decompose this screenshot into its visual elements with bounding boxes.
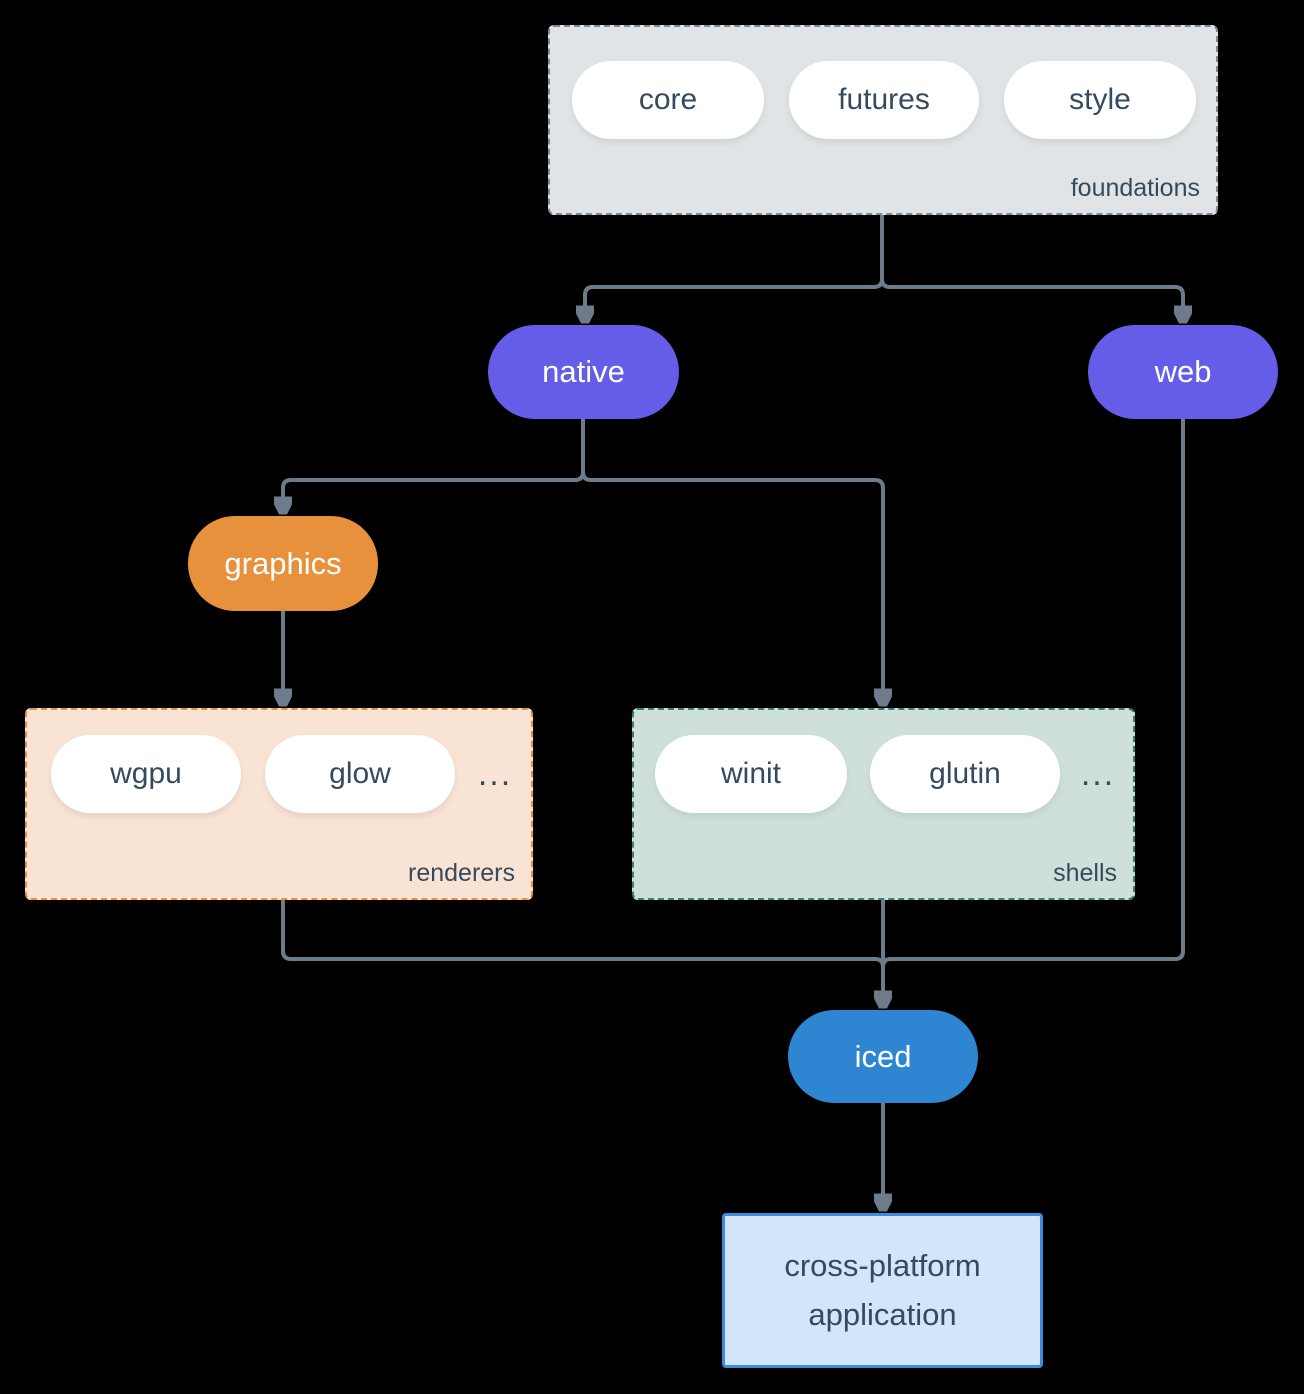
edge-foundations-native — [585, 215, 884, 318]
node-iced: iced — [788, 1010, 978, 1103]
node-web: web — [1088, 325, 1278, 419]
edge-renderers-merge — [281, 900, 885, 985]
foundations-label: foundations — [1070, 174, 1200, 202]
crate-pill-futures: futures — [789, 61, 979, 139]
renderers-group: wgpu glow ... renderers — [25, 708, 533, 900]
crate-pill-winit: winit — [655, 735, 847, 813]
crate-pill-wgpu: wgpu — [51, 735, 241, 813]
shells-group: winit glutin ... shells — [632, 708, 1135, 900]
renderers-label: renderers — [408, 859, 515, 887]
node-native: native — [488, 325, 679, 419]
crate-pill-core: core — [572, 61, 764, 139]
crate-pill-glutin: glutin — [870, 735, 1060, 813]
edge-foundations-web — [880, 215, 1183, 318]
shells-label: shells — [1053, 859, 1117, 887]
edge-native-shells — [581, 419, 883, 701]
crate-pill-glow: glow — [265, 735, 455, 813]
application-label-line1: cross-platform — [784, 1248, 981, 1284]
application-label-line2: application — [808, 1296, 957, 1332]
crate-pill-style: style — [1004, 61, 1196, 139]
foundations-group: core futures style foundations — [548, 25, 1218, 215]
renderers-ellipsis: ... — [477, 754, 513, 793]
edge-web-merge — [881, 419, 1185, 985]
node-graphics: graphics — [188, 516, 378, 611]
shells-ellipsis: ... — [1080, 754, 1116, 793]
edge-native-graphics — [283, 419, 585, 509]
application-box: cross-platform application — [722, 1213, 1043, 1368]
